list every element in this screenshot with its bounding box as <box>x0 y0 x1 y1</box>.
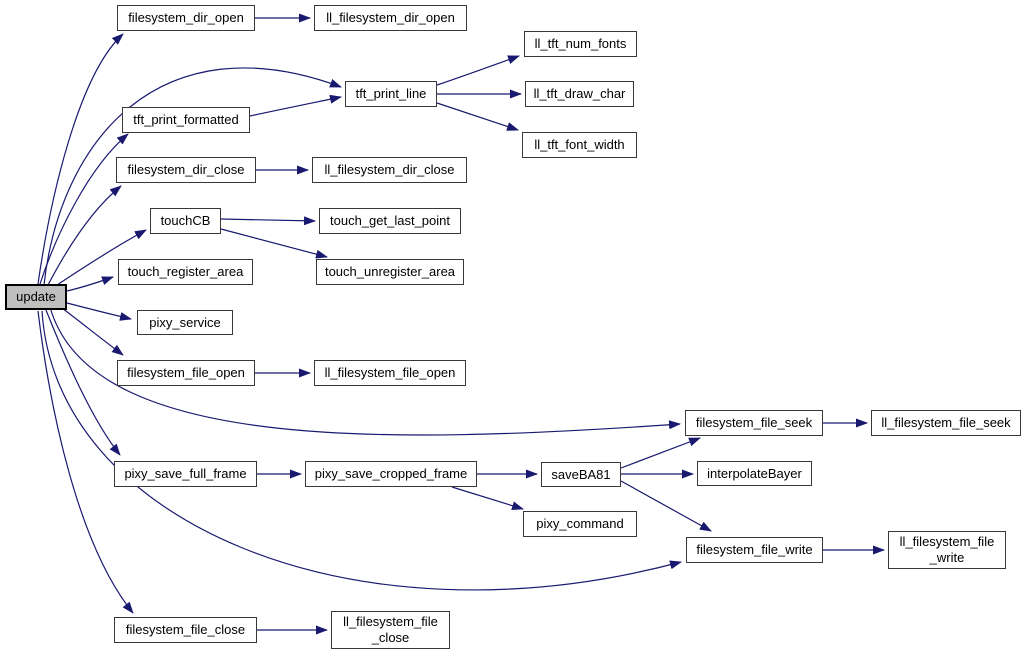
edge-update-to-tft_print_formatted <box>39 133 129 285</box>
graph-node-pixy_command[interactable]: pixy_command <box>523 511 637 537</box>
graph-node-interpolateBayer[interactable]: interpolateBayer <box>697 461 812 486</box>
edge-tft_print_line-to-ll_tft_num_fonts <box>436 55 520 86</box>
edge-touchCB-to-touch_get_last_point <box>220 216 316 226</box>
edge-update-to-filesystem_file_close <box>37 310 134 614</box>
edge-update-to-touchCB <box>53 229 147 288</box>
graph-node-ll_tft_font_width[interactable]: ll_tft_font_width <box>522 132 637 158</box>
edge-update-to-filesystem_file_open <box>61 307 124 356</box>
edge-update-to-filesystem_file_write <box>41 310 682 591</box>
graph-node-filesystem_dir_open[interactable]: filesystem_dir_open <box>117 5 255 31</box>
edge-update-to-pixy_service <box>66 302 132 321</box>
graph-node-ll_filesystem_file_open[interactable]: ll_filesystem_file_open <box>314 360 466 386</box>
graph-node-ll_filesystem_file_close[interactable]: ll_filesystem_file _close <box>331 611 450 649</box>
graph-node-touch_unregister_area[interactable]: touch_unregister_area <box>316 259 464 285</box>
edge-update-to-touch_register_area <box>66 276 114 292</box>
graph-node-filesystem_file_open[interactable]: filesystem_file_open <box>117 360 255 386</box>
edge-saveBA81-to-filesystem_file_seek <box>620 437 701 469</box>
graph-node-touch_register_area[interactable]: touch_register_area <box>118 259 253 285</box>
edge-update-to-filesystem_dir_open <box>37 33 124 285</box>
graph-node-filesystem_dir_close[interactable]: filesystem_dir_close <box>116 157 256 183</box>
graph-node-touchCB[interactable]: touchCB <box>150 208 221 234</box>
graph-node-ll_filesystem_file_seek[interactable]: ll_filesystem_file_seek <box>871 410 1021 436</box>
edge-tft_print_line-to-ll_tft_font_width <box>436 102 519 131</box>
graph-node-ll_filesystem_dir_close[interactable]: ll_filesystem_dir_close <box>312 157 467 183</box>
edge-update-to-pixy_save_full_frame <box>45 309 121 456</box>
graph-node-touch_get_last_point[interactable]: touch_get_last_point <box>319 208 461 234</box>
graph-node-ll_tft_draw_char[interactable]: ll_tft_draw_char <box>525 81 634 107</box>
graph-node-saveBA81[interactable]: saveBA81 <box>541 462 621 487</box>
edge-tft_print_formatted-to-tft_print_line <box>249 94 342 117</box>
edge-update-to-tft_print_line <box>43 67 342 286</box>
graph-node-ll_tft_num_fonts[interactable]: ll_tft_num_fonts <box>524 31 637 57</box>
graph-node-tft_print_line[interactable]: tft_print_line <box>345 81 437 107</box>
graph-node-filesystem_file_seek[interactable]: filesystem_file_seek <box>685 410 823 436</box>
graph-node-pixy_save_cropped_frame[interactable]: pixy_save_cropped_frame <box>305 461 477 487</box>
edge-update-to-filesystem_file_seek <box>49 306 681 436</box>
edge-touchCB-to-touch_unregister_area <box>220 228 328 259</box>
edge-pixy_save_cropped_frame-to-pixy_command <box>451 486 524 511</box>
graph-node-pixy_save_full_frame[interactable]: pixy_save_full_frame <box>114 461 257 487</box>
graph-node-filesystem_file_close[interactable]: filesystem_file_close <box>114 617 257 643</box>
graph-node-pixy_service[interactable]: pixy_service <box>137 310 233 335</box>
graph-node-filesystem_file_write[interactable]: filesystem_file_write <box>686 537 823 563</box>
graph-node-ll_filesystem_dir_open[interactable]: ll_filesystem_dir_open <box>314 5 467 31</box>
edge-update-to-filesystem_dir_close <box>47 185 122 286</box>
graph-node-tft_print_formatted[interactable]: tft_print_formatted <box>122 107 250 133</box>
edge-saveBA81-to-filesystem_file_write <box>620 480 712 532</box>
graph-node-update[interactable]: update <box>5 284 67 310</box>
graph-node-ll_filesystem_file_write[interactable]: ll_filesystem_file _write <box>888 531 1006 569</box>
